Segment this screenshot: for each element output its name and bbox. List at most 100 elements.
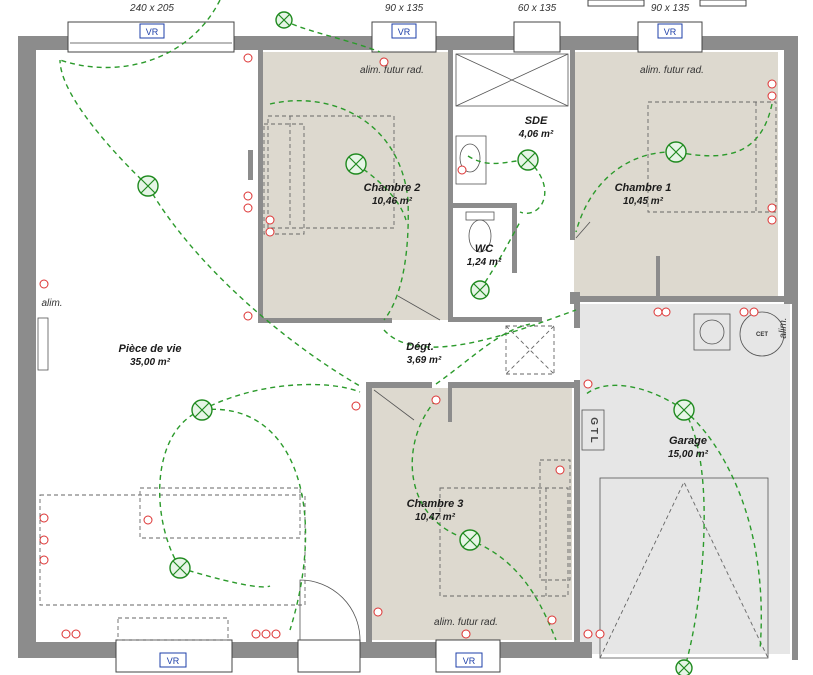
socket-icon [583,629,593,639]
socket-icon [661,307,671,317]
wire-top [283,19,381,53]
socket-icon [39,555,49,565]
shutter-label-bed2: VR [398,27,411,37]
light-icon [345,153,367,175]
sockets [39,53,777,639]
wire-living-7 [201,383,361,411]
hallway-storage-diag-2 [505,325,555,375]
living-radiator [37,317,49,371]
window-sde-top [513,21,561,53]
room-area-bed2: 10,46 m² [372,196,413,207]
wire-living-1 [59,0,221,69]
wall-bed3-top [372,382,432,388]
room-name-bed1: Chambre 1 [615,182,672,194]
dimension-bed1-top: 90 x 135 [651,3,690,14]
washbasin [455,135,487,185]
dimension-sde-top: 60 x 135 [518,3,557,14]
room-name-bed3: Chambre 3 [407,498,464,510]
light-icon [275,11,293,29]
socket-icon [739,307,749,317]
note-supply-living: alim. [41,298,62,309]
socket-icon [767,79,777,89]
door-swing-bed2 [397,295,441,321]
room-area-bed3: 10,47 m² [415,512,456,523]
gtl-panel [581,409,605,451]
bathroom-floor [454,52,570,204]
room-name-wc: WC [475,243,494,255]
wall-wc-bottom [452,317,542,322]
wall-garage-left-upper [574,300,580,328]
wire-hall [383,309,577,348]
windows: VR VR VR VR VR [67,0,747,673]
wire-living-2 [59,59,149,187]
room-name-sde: SDE [525,115,548,127]
socket-icon [351,401,361,411]
window-bed2-shutter [391,23,417,39]
dimension-bed2-top: 90 x 135 [385,3,424,14]
room-area-bed1: 10,45 m² [623,196,664,207]
socket-icon [583,379,593,389]
room-name-bed2: Chambre 2 [364,182,421,194]
exterior-wall-left [18,36,36,658]
room-name-living: Pièce de vie [119,343,182,355]
wire-living-3 [147,185,361,387]
garage-floor [580,304,790,654]
window-bed1-shutter [657,23,683,39]
bedroom-2-floor [262,52,450,320]
wall-bed1-left-lower [570,292,580,304]
window-bed3-shutter [455,652,483,668]
washing-machine-drum [699,319,725,345]
light-icon [517,149,539,171]
exterior-wall-right [784,36,798,304]
bedroom-1-floor [574,52,778,298]
socket-icon [457,165,467,175]
room-name-garage: Garage [669,435,707,447]
note-radiator-bed2: alim. futur rad. [360,65,424,76]
socket-icon [431,395,441,405]
bed-chambre-3 [439,487,569,597]
shutter-label-living-bottom: VR [167,656,180,666]
light-icon [191,399,213,421]
furniture: CET G T L [37,53,785,659]
socket-icon [243,53,253,63]
wire-garage-2 [583,384,685,411]
shutter-label-bed3: VR [463,656,476,666]
light-icon [470,280,490,300]
wall-garage-left [574,380,580,658]
socket-icon [379,57,389,67]
socket-icon [767,215,777,225]
shower-tray [455,53,569,107]
room-area-sde: 4,06 m² [518,129,554,140]
socket-icon [143,515,153,525]
note-radiator-bed1: alim. futur rad. [640,65,704,76]
wall-closet-bed2 [248,150,253,180]
wall-bed3-left [366,382,372,658]
wall-sde-bottom [452,203,514,208]
socket-icon [39,513,49,523]
wire-bed1 [575,103,773,233]
socket-icon [251,629,261,639]
note-supply-garage: alim. [778,317,789,338]
room-area-wc: 1,24 m² [467,257,502,268]
room-area-living: 35,00 m² [130,357,171,368]
socket-icon [265,215,275,225]
dining-table [117,617,229,641]
socket-icon [749,307,759,317]
socket-icon [373,607,383,617]
living-room-floor [38,52,260,640]
room-area-hall: 3,69 m² [407,355,442,366]
wire-living-4 [159,409,203,569]
wall-closet-bed3 [448,382,452,422]
socket-icon [71,629,81,639]
shutter-label-living-top: VR [146,27,159,37]
gtl-label: G T L [588,417,599,443]
wall-bed2-bottom [258,318,392,323]
bed-chambre-2 [267,115,395,229]
door-entry-bottom [297,639,361,673]
light-icon [459,529,481,551]
socket-icon [243,311,253,321]
shower-diagonal-2 [455,53,569,107]
wire-bed2 [269,100,409,321]
light-icon [665,141,687,163]
